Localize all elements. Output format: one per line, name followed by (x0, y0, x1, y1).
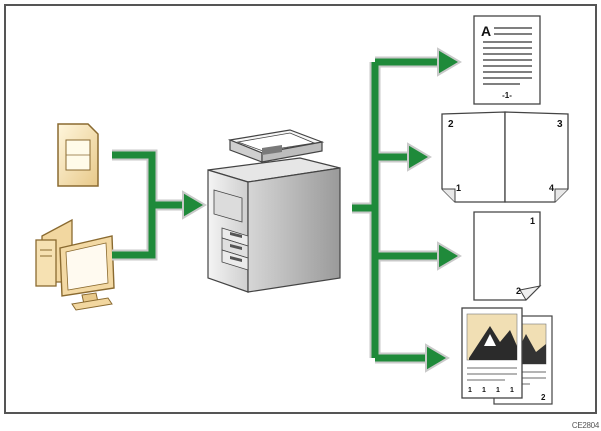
sd-card-icon (57, 123, 99, 187)
booklet-num-top-left: 2 (448, 119, 454, 130)
figure-code: CE2804 (571, 421, 599, 430)
printer-icon (207, 129, 341, 293)
doc-letter: A (481, 23, 491, 39)
booklet-icon: 2 3 1 4 (441, 111, 569, 203)
computer-icon (35, 218, 115, 311)
duplex-front-number: 1 (530, 216, 535, 226)
photo-front-num-1: 1 (468, 387, 472, 394)
output-arrows (352, 47, 462, 373)
booklet-num-bottom-right: 4 (549, 183, 554, 193)
photo-back-page-number: 2 (541, 393, 546, 402)
booklet-num-bottom-left: 1 (456, 183, 461, 193)
text-document-icon: A -1- (473, 15, 541, 105)
photo-front-num-2: 1 (482, 387, 486, 394)
photo-pages-icon: 2 1 1 1 1 (461, 307, 553, 405)
doc-page-number: -1- (502, 91, 512, 100)
duplex-page-icon: 1 2 (473, 211, 542, 301)
input-arrows (112, 149, 207, 261)
photo-front-num-3: 1 (496, 387, 500, 394)
duplex-back-number: 2 (516, 286, 521, 296)
booklet-num-top-right: 3 (557, 119, 563, 130)
photo-front-num-4: 1 (510, 387, 514, 394)
